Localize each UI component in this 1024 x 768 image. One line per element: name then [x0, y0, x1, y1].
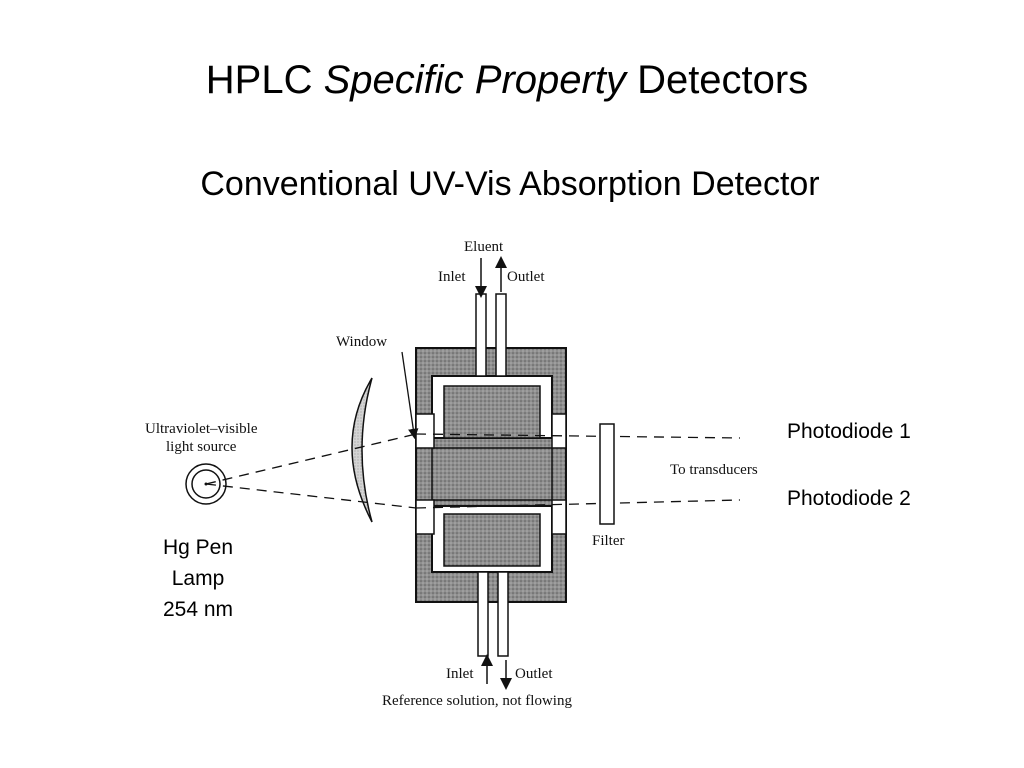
lamp-label-line-2: Lamp [171, 567, 225, 590]
filter-label: Filter [592, 533, 625, 549]
window-label: Window [336, 334, 387, 350]
photodiode-2-label: Photodiode 2 [787, 487, 911, 510]
eluent-label: Eluent [464, 239, 504, 255]
title-emphasis: Specific Property [323, 58, 626, 102]
top-inlet-label: Inlet [438, 269, 466, 285]
window-pointer [401, 351, 419, 440]
page-title: HPLC Specific Property Detectors [0, 58, 1014, 103]
title-prefix: HPLC [205, 58, 313, 102]
reference-label: Reference solution, not flowing [382, 693, 572, 709]
top-tubes [475, 256, 507, 377]
transducers-label: To transducers [670, 462, 758, 478]
bottom-inlet-label: Inlet [446, 666, 474, 682]
photodiode-1-label: Photodiode 1 [787, 420, 911, 443]
lens [351, 377, 373, 523]
bottom-outlet-label: Outlet [515, 666, 553, 682]
light-beams [205, 433, 741, 509]
light-source-label-1: Ultraviolet–visible [145, 421, 258, 437]
lamp-label: Hg Pen Lamp 254 nm [140, 532, 256, 625]
detector-cell-body [415, 347, 567, 603]
bottom-tubes [477, 571, 512, 690]
title-suffix: Detectors [637, 58, 809, 102]
lamp-label-line-1: Hg Pen [162, 536, 234, 559]
light-source-label-2: light source [166, 439, 237, 455]
top-outlet-label: Outlet [507, 269, 545, 285]
lamp-label-line-3: 254 nm [162, 598, 234, 621]
filter [599, 423, 615, 525]
page-subtitle: Conventional UV-Vis Absorption Detector [200, 165, 820, 203]
